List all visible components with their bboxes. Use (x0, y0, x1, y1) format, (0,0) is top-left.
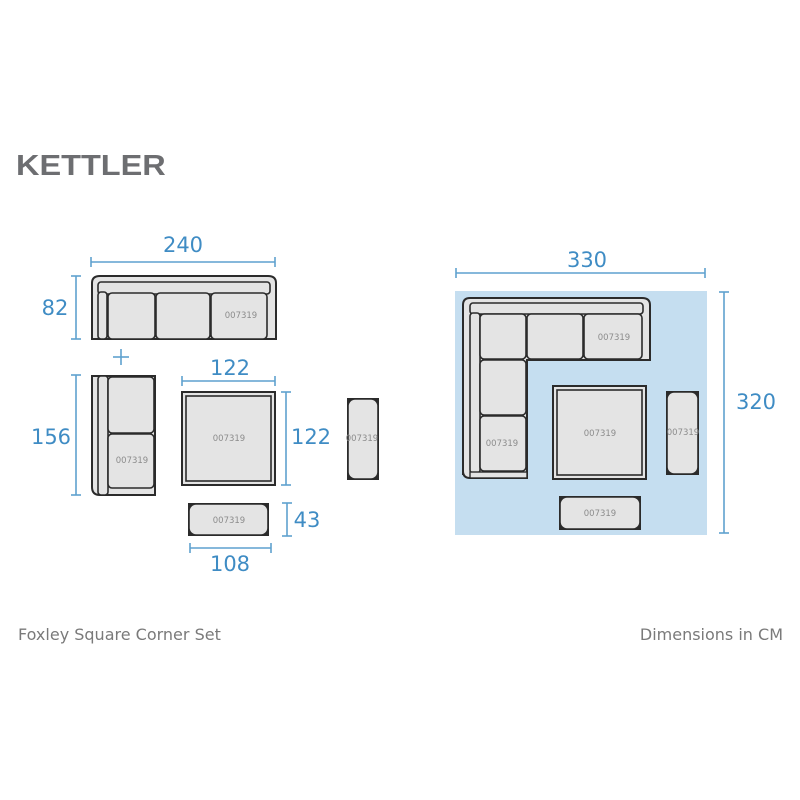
bench: 007319 (188, 503, 269, 536)
side-bench: 007319 (346, 398, 379, 480)
assembled-corner-sofa: 007319 007319 (462, 297, 651, 479)
sofa-depth-label: 82 (42, 296, 69, 320)
table-width-label: 122 (210, 356, 250, 380)
assembled-bench: 007319 (559, 496, 641, 530)
two-seat-corner-unit: 007319 (91, 375, 156, 496)
sofa-width-dimension: 240 (90, 233, 276, 267)
product-name: Foxley Square Corner Set (18, 625, 221, 644)
sofa-depth-dimension: 82 (42, 275, 81, 340)
assembled-table-code: 007319 (584, 429, 616, 439)
bench-width-label: 108 (210, 552, 250, 576)
assembled-sofa-code: 007319 (598, 333, 630, 343)
assembled-corner-code: 007319 (486, 439, 518, 449)
plus-icon (113, 349, 129, 365)
side-bench-code: 007319 (346, 434, 378, 444)
assembled-width-label: 330 (567, 248, 607, 272)
assembled-coffee-table: 007319 (552, 385, 647, 480)
corner-code: 007319 (116, 456, 148, 466)
assembled-depth-dimension: 320 (719, 291, 776, 534)
kettler-logo: KETTLER (16, 150, 166, 182)
table-depth-dimension: 122 (281, 391, 331, 486)
assembled-bench-code: 007319 (584, 509, 616, 519)
assembled-depth-label: 320 (736, 390, 776, 414)
table-code: 007319 (213, 434, 245, 444)
assembled-side-bench: 007319 (666, 391, 699, 475)
assembled-side-bench-code: 007319 (667, 428, 699, 438)
corner-length-dimension: 156 (31, 374, 81, 496)
bench-depth-dimension: 43 (282, 502, 321, 537)
bench-code: 007319 (213, 516, 245, 526)
table-depth-label: 122 (291, 425, 331, 449)
bench-width-dimension: 108 (189, 543, 272, 576)
assembled-width-dimension: 330 (455, 248, 706, 278)
corner-length-label: 156 (31, 425, 71, 449)
table-width-dimension: 122 (181, 356, 276, 386)
sofa-code: 007319 (225, 311, 257, 321)
sofa-width-label: 240 (163, 233, 203, 257)
coffee-table: 007319 (181, 391, 276, 486)
bench-depth-label: 43 (294, 508, 321, 532)
units-note: Dimensions in CM (639, 625, 783, 644)
three-seat-sofa: 007319 (91, 275, 277, 340)
